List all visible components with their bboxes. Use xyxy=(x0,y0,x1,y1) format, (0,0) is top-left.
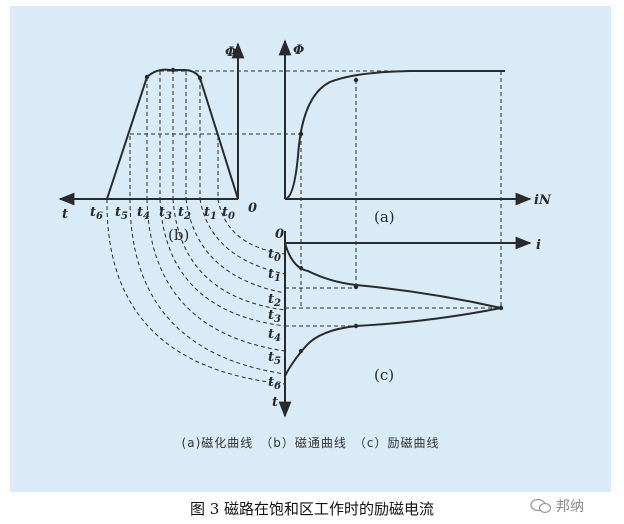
origin-c-label: 0 xyxy=(275,227,284,242)
panel-c xyxy=(278,231,532,418)
watermark: 邦纳 xyxy=(530,496,584,516)
panel-a xyxy=(130,39,532,308)
magnetization-curve xyxy=(284,70,505,200)
phi-label-b: Φ xyxy=(225,45,237,60)
c-dashed-horizontals xyxy=(285,287,501,327)
excitation-current-curve xyxy=(284,242,502,377)
tick-t5: t5 xyxy=(115,205,128,222)
phi-label-a: Φ xyxy=(293,43,305,58)
c-tick-t1: t1 xyxy=(268,267,281,284)
c-tick-t6: t6 xyxy=(268,375,281,392)
panel-b-label: (b) xyxy=(168,226,189,244)
i-axis-label: i xyxy=(536,238,541,253)
b-dashed-verticals xyxy=(129,70,219,199)
c-tick-t3: t3 xyxy=(268,308,281,325)
watermark-text: 邦纳 xyxy=(556,499,584,515)
projection-arcs xyxy=(106,198,286,385)
c-markers xyxy=(299,266,504,353)
t-down-axis-label: t xyxy=(272,395,278,410)
tick-t1: t1 xyxy=(204,205,217,222)
t-axis-label: t xyxy=(62,207,68,222)
c-tick-t2: t2 xyxy=(268,292,281,309)
c-time-ticks: t0 t1 t2 t3 t4 t5 t6 xyxy=(268,247,281,392)
b-flux-curve xyxy=(106,68,239,200)
panel-a-label: (a) xyxy=(374,208,395,226)
panel-caption: (a)磁化曲线 （b）磁通曲线 （c）励磁曲线 xyxy=(181,436,440,450)
tick-t4: t4 xyxy=(137,205,150,222)
tick-t3: t3 xyxy=(159,205,172,222)
b-time-ticks: t6 t5 t4 t3 t2 t1 t0 xyxy=(90,205,235,222)
tick-t2: t2 xyxy=(178,205,191,222)
a-markers xyxy=(144,67,359,137)
c-tick-t4: t4 xyxy=(268,327,281,344)
wechat-icon xyxy=(530,498,552,514)
figure-caption: 图 3 磁路在饱和区工作时的励磁电流 xyxy=(189,500,435,518)
c-tick-t0: t0 xyxy=(268,247,281,264)
tick-t6: t6 xyxy=(90,205,103,222)
origin-b-label: 0 xyxy=(248,201,257,216)
tick-t0: t0 xyxy=(222,205,235,222)
iN-axis-label: iN xyxy=(534,193,552,208)
excitation-diagram: Φ Φ t iN i t 0 0 (a) (b) (c) t6 t5 t4 t3… xyxy=(58,39,552,418)
diagram-panel: Φ Φ t iN i t 0 0 (a) (b) (c) t6 t5 t4 t3… xyxy=(10,6,611,492)
panel-c-label: (c) xyxy=(374,366,394,384)
a-dashed-lines xyxy=(130,70,505,308)
panel-b xyxy=(58,42,245,206)
c-tick-t5: t5 xyxy=(268,350,281,367)
